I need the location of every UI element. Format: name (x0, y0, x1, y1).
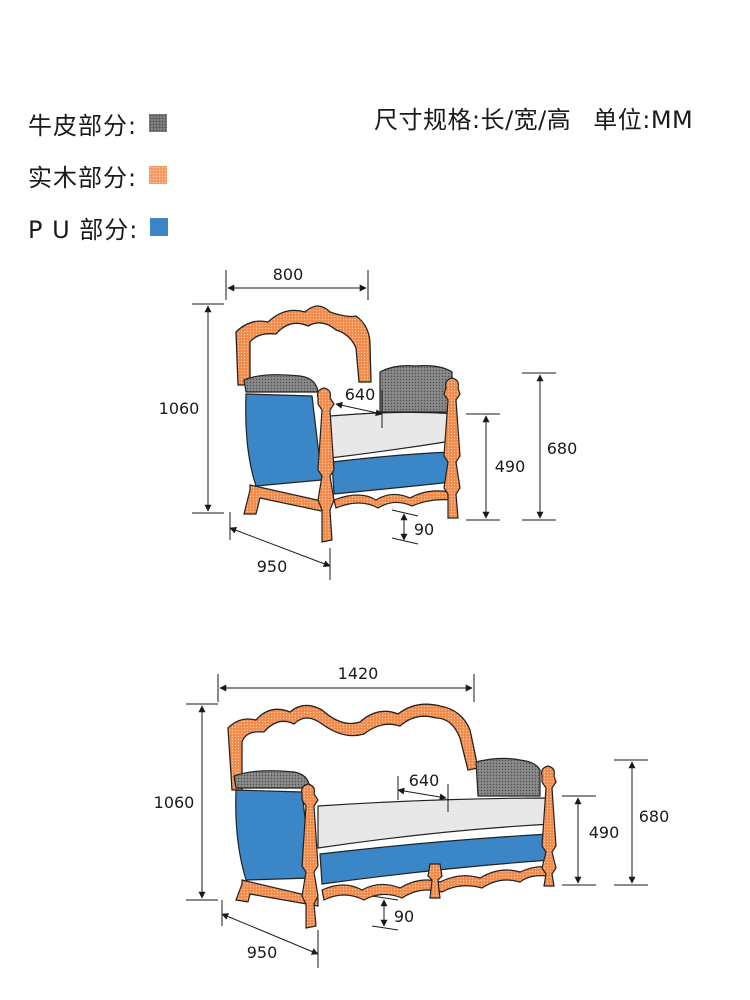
sofa-front-post-left (301, 783, 319, 929)
legend-wood-label: 实木部分: (28, 163, 138, 192)
sofa-seat-depth-label: 640 (409, 771, 440, 790)
chair-back-cushion (379, 365, 453, 413)
sofa-back-cushion (475, 757, 541, 797)
spec-unit: 单位:MM (593, 106, 694, 134)
sofa-side-rail (235, 879, 319, 907)
armchair (235, 305, 461, 543)
chair-width-label: 800 (273, 265, 304, 284)
sofa-depth-label: 950 (247, 943, 278, 962)
legend-pu: P U 部分: (28, 201, 169, 253)
sofa-front-post-right (541, 765, 557, 887)
chair-front-post-right (443, 377, 461, 519)
legend-leather-label: 牛皮部分: (28, 111, 138, 140)
sofa-middle-leg (427, 863, 443, 899)
sofa-width-label: 1420 (338, 664, 379, 683)
legend-wood: 实木部分: (28, 149, 168, 201)
sofa-leg-height-label: 90 (394, 907, 414, 926)
chair-arm-bolster (243, 374, 319, 393)
sofa-dimensions: 1420 1060 950 640 490 680 90 (154, 664, 670, 968)
sofa-height-label: 1060 (154, 793, 195, 812)
chair-leg-height-label: 90 (414, 520, 434, 539)
chair-front-post-left (317, 387, 335, 543)
chair-front-apron (331, 451, 453, 495)
chair-seat-depth-label: 640 (345, 385, 376, 404)
spec-label: 尺寸规格:长/宽/高 (374, 106, 572, 134)
sofa-seat-height-label: 490 (589, 823, 620, 842)
wood-swatch (149, 166, 168, 184)
chair-back-frame (235, 305, 372, 386)
chair-stretcher (333, 490, 453, 509)
chair-dimensions: 800 1060 950 640 490 680 90 (159, 265, 578, 580)
chair-arm-height-label: 680 (547, 439, 578, 458)
sofa-arm-bolster (233, 770, 311, 789)
chair-seat-height-label: 490 (495, 457, 526, 476)
chair-side-rail (243, 484, 327, 515)
sofa-arm-height-label: 680 (639, 807, 670, 826)
pu-swatch (150, 218, 169, 236)
material-legend: 牛皮部分: 实木部分: P U 部分: (28, 97, 169, 253)
sofa-back-frame (227, 703, 479, 791)
leather-swatch (149, 114, 168, 132)
spec-header: 尺寸规格:长/宽/高单位:MM (374, 100, 693, 135)
chair-seat-cushion (329, 411, 459, 459)
sofa (227, 703, 557, 929)
chair-depth-label: 950 (257, 557, 288, 576)
legend-pu-label: P U 部分: (28, 215, 139, 244)
sofa-side-panel (235, 789, 313, 881)
chair-height-label: 1060 (159, 399, 200, 418)
legend-leather: 牛皮部分: (28, 97, 168, 149)
chair-side-panel (245, 393, 323, 487)
